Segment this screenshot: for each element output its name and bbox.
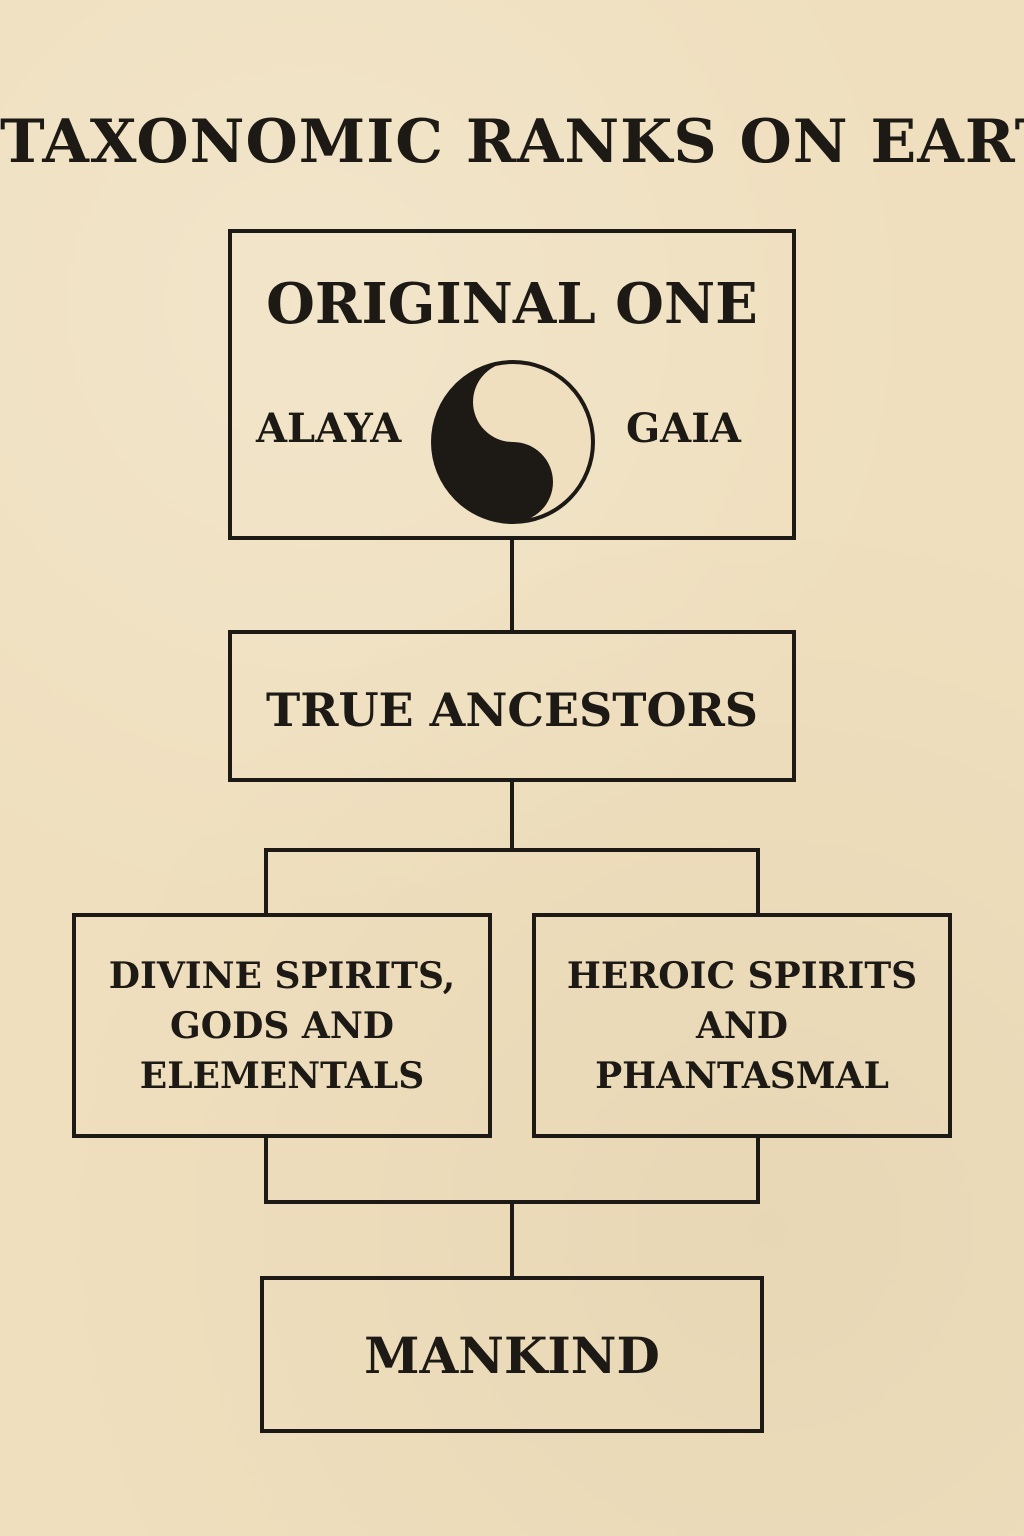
node-true-ancestors-label: TRUE ANCESTORS <box>265 683 759 737</box>
yin-yang-icon <box>431 360 595 524</box>
node-heroic-spirits-line-2: AND <box>695 1005 789 1047</box>
edge-ancestors-branch <box>264 848 760 915</box>
node-mankind: MANKIND <box>260 1276 764 1433</box>
node-divine-spirits-line-1: DIVINE SPIRITS, <box>108 955 456 997</box>
alaya-label: ALAYA <box>256 405 402 452</box>
node-divine-spirits-line-2: GODS AND <box>170 1005 394 1047</box>
node-heroic-spirits-line-1: HEROIC SPIRITS <box>566 955 918 997</box>
node-divine-spirits-line-3: ELEMENTALS <box>139 1055 425 1097</box>
node-divine-spirits-label: DIVINE SPIRITS, GODS AND ELEMENTALS <box>76 951 488 1101</box>
edge-spirits-merge <box>264 1136 760 1204</box>
diagram-title: TAXONOMIC RANKS ON EART <box>0 107 1024 178</box>
node-heroic-spirits: HEROIC SPIRITS AND PHANTASMAL <box>532 913 952 1138</box>
node-heroic-spirits-label: HEROIC SPIRITS AND PHANTASMAL <box>536 951 948 1101</box>
gaia-label: GAIA <box>626 405 741 452</box>
node-mankind-label: MANKIND <box>364 1326 660 1385</box>
node-divine-spirits: DIVINE SPIRITS, GODS AND ELEMENTALS <box>72 913 492 1138</box>
node-true-ancestors: TRUE ANCESTORS <box>228 630 796 782</box>
node-original-one: ORIGINAL ONE ALAYA GAIA <box>228 229 796 540</box>
node-original-one-label: ORIGINAL ONE <box>266 271 758 337</box>
node-heroic-spirits-line-3: PHANTASMAL <box>595 1055 889 1097</box>
